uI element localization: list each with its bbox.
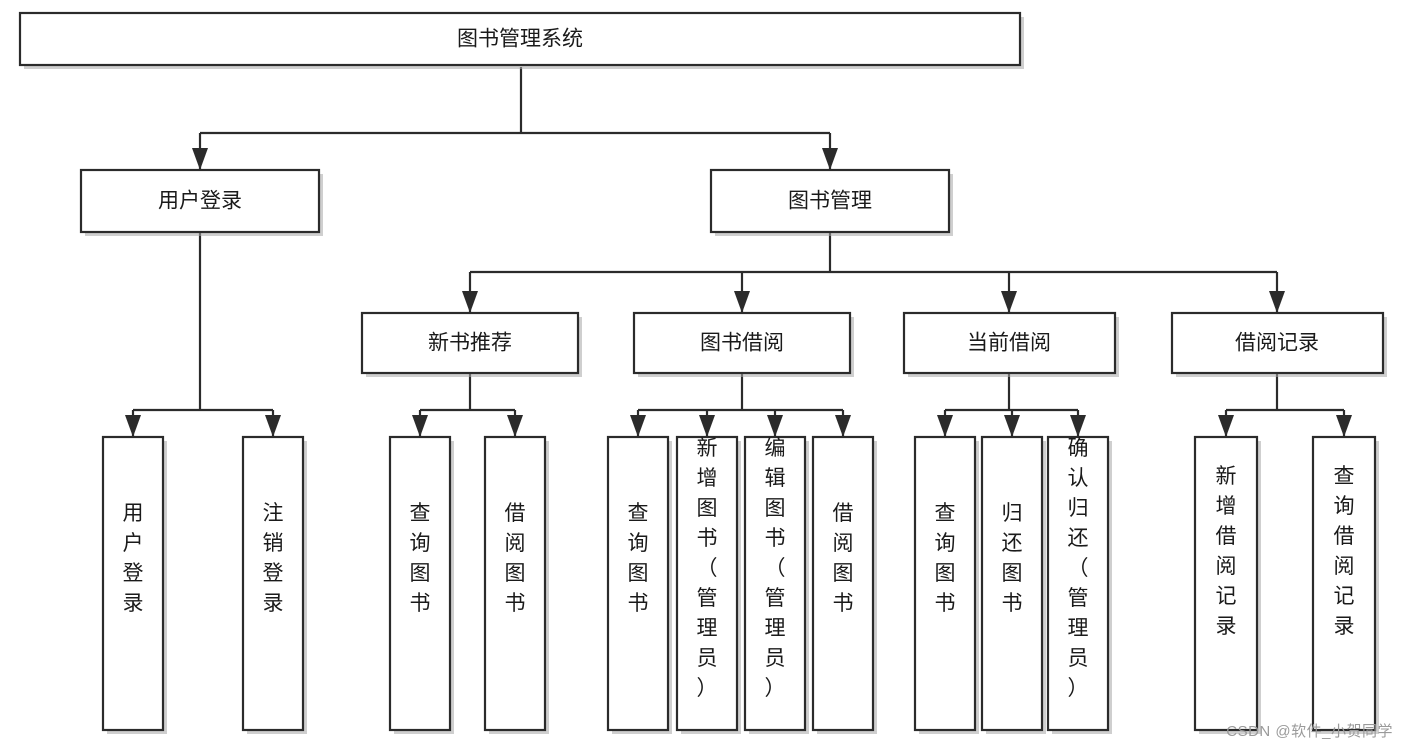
leaf-return-book-label: 归还图书 [1002, 502, 1023, 615]
node-book-borrow-label: 图书借阅 [700, 332, 784, 355]
arrow-head-icon-bookborrow-0 [630, 415, 646, 437]
arrow-head-icon-userlogin-1 [265, 415, 281, 437]
leaf-query-book-3[interactable]: 查询图书 [913, 435, 979, 734]
node-book-borrow[interactable]: 图书借阅 [632, 311, 854, 377]
arrow-head-icon-currentborrow-0 [937, 415, 953, 437]
leaf-borrow-book-2-label: 借阅图书 [833, 502, 854, 615]
arrow-head-icon-bookmgmt-2 [1001, 291, 1017, 313]
node-book-management-label: 图书管理 [788, 190, 872, 213]
leaf-query-book-1[interactable]: 查询图书 [388, 435, 454, 734]
leaf-query-book-3-label: 查询图书 [935, 502, 956, 615]
arrow-head-icon-bookborrow-2 [767, 415, 783, 437]
leaf-query-book-2-label: 查询图书 [628, 502, 649, 615]
arrow-head-icon-borrowrecord-1 [1336, 415, 1352, 437]
leaf-confirm-return[interactable]: 确认归还（管理员） [1046, 435, 1112, 734]
node-root-label: 图书管理系统 [457, 28, 583, 51]
arrow-head-icon-currentborrow-2 [1070, 415, 1086, 437]
connector-layer [125, 67, 1352, 437]
leaf-add-record[interactable]: 新增借阅记录 [1193, 435, 1261, 734]
arrow-head-icon-root-0 [192, 148, 208, 170]
node-user-login[interactable]: 用户登录 [79, 168, 323, 236]
leaf-return-book[interactable]: 归还图书 [980, 435, 1046, 734]
node-new-book-recommend[interactable]: 新书推荐 [360, 311, 582, 377]
node-borrow-record[interactable]: 借阅记录 [1170, 311, 1387, 377]
node-book-management[interactable]: 图书管理 [709, 168, 953, 236]
leaf-add-book[interactable]: 新增图书（管理员） [675, 435, 741, 734]
node-borrow-record-label: 借阅记录 [1235, 332, 1319, 355]
node-current-borrow-label: 当前借阅 [967, 332, 1051, 355]
leaf-borrow-book-1[interactable]: 借阅图书 [483, 435, 549, 734]
leaf-add-record-label: 新增借阅记录 [1216, 465, 1237, 638]
arrow-head-icon-newbook-0 [412, 415, 428, 437]
arrow-head-icon-bookmgmt-3 [1269, 291, 1285, 313]
leaf-borrow-book-1-label: 借阅图书 [505, 502, 526, 615]
arrow-head-icon-bookmgmt-0 [462, 291, 478, 313]
leaf-edit-book[interactable]: 编辑图书（管理员） [743, 435, 809, 734]
leaf-query-record[interactable]: 查询借阅记录 [1311, 435, 1379, 734]
node-new-book-recommend-label: 新书推荐 [428, 332, 512, 355]
leaf-confirm-return-label: 确认归还（管理员） [1068, 437, 1089, 700]
leaf-user-login[interactable]: 用户登录 [101, 435, 167, 734]
arrow-head-icon-borrowrecord-0 [1218, 415, 1234, 437]
arrow-head-icon-bookborrow-3 [835, 415, 851, 437]
leaf-query-book-1-label: 查询图书 [410, 502, 431, 615]
leaf-edit-book-label: 编辑图书（管理员） [765, 437, 786, 700]
leaf-add-book-label: 新增图书（管理员） [697, 437, 718, 700]
leaf-logout[interactable]: 注销登录 [241, 435, 307, 734]
arrow-head-icon-currentborrow-1 [1004, 415, 1020, 437]
csdn-watermark: CSDN @软件_小贺同学 [1226, 723, 1393, 740]
leaf-logout-label: 注销登录 [263, 502, 284, 615]
arrow-head-icon-bookmgmt-1 [734, 291, 750, 313]
arrow-head-icon-root-1 [822, 148, 838, 170]
leaf-query-book-2[interactable]: 查询图书 [606, 435, 672, 734]
arrow-head-icon-userlogin-0 [125, 415, 141, 437]
leaf-query-record-label: 查询借阅记录 [1334, 465, 1355, 638]
node-user-login-label: 用户登录 [158, 190, 242, 213]
arrow-head-icon-newbook-1 [507, 415, 523, 437]
leaf-user-login-label: 用户登录 [123, 502, 144, 615]
leaf-borrow-book-2[interactable]: 借阅图书 [811, 435, 877, 734]
node-current-borrow[interactable]: 当前借阅 [902, 311, 1119, 377]
arrow-head-icon-bookborrow-1 [699, 415, 715, 437]
node-root[interactable]: 图书管理系统 [18, 11, 1024, 69]
